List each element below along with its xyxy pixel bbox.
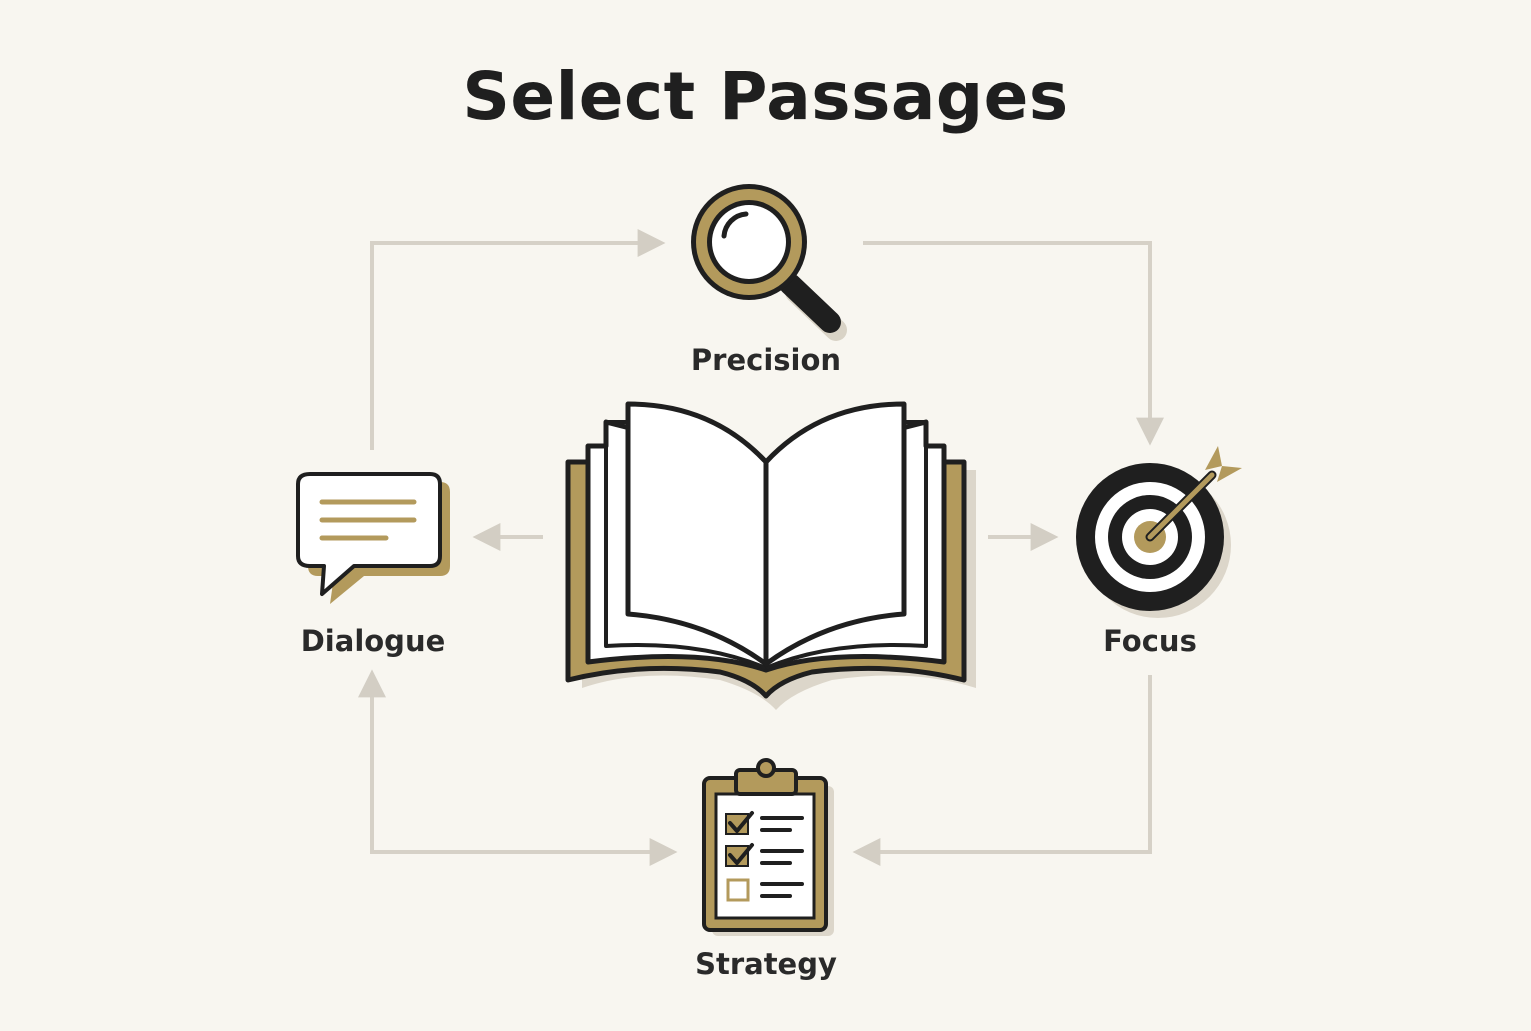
node-label-precision: Precision xyxy=(690,343,842,377)
open-book-icon xyxy=(565,401,976,710)
speech-bubble-icon xyxy=(296,472,450,604)
connector-strategy-to-dialogue xyxy=(358,669,678,866)
connector-focus-to-strategy xyxy=(852,675,1152,866)
target-icon xyxy=(1076,446,1242,618)
node-label-strategy: Strategy xyxy=(695,947,837,981)
node-label-focus: Focus xyxy=(1103,624,1197,658)
connectors xyxy=(358,229,1164,866)
diagram-title: Select Passages xyxy=(462,58,1069,135)
connector-dialogue-to-precision xyxy=(370,229,666,450)
connector-precision-to-focus xyxy=(863,241,1164,446)
clipboard-checklist-icon xyxy=(702,758,834,936)
node-label-dialogue: Dialogue xyxy=(300,624,446,658)
magnifying-glass-icon xyxy=(691,184,847,341)
